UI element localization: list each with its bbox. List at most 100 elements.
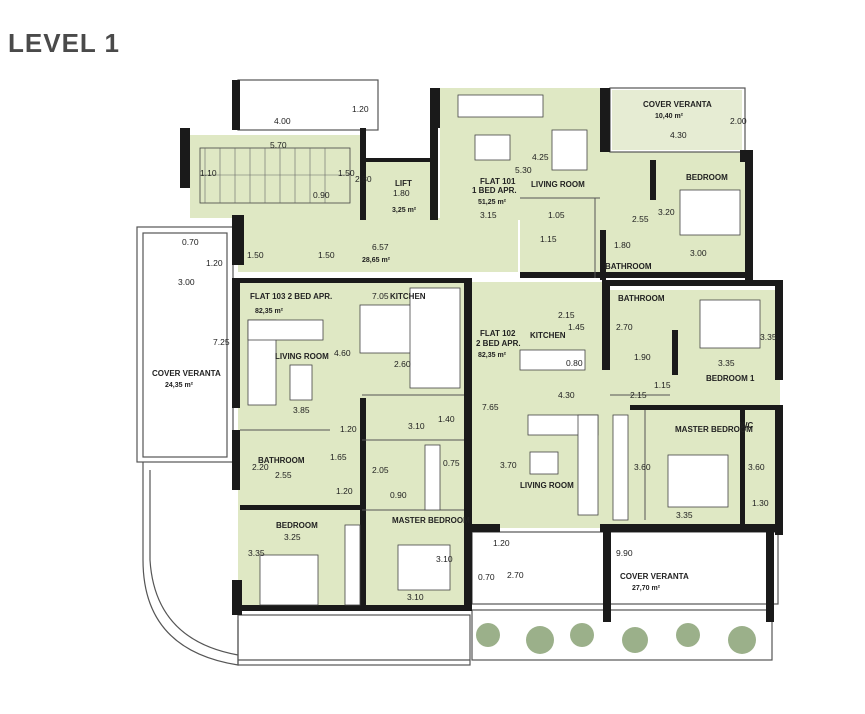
dim: 1.15 — [654, 380, 671, 390]
wall — [232, 278, 468, 283]
room-label: BATHROOM — [618, 294, 665, 303]
dining-table — [359, 304, 416, 354]
room-label: LIVING ROOM — [520, 481, 574, 490]
wall — [232, 80, 240, 130]
veranda-area: 24,35 m² — [165, 382, 194, 389]
wall — [630, 405, 780, 410]
wall — [650, 160, 656, 200]
wall — [520, 272, 750, 278]
dim: 9.90 — [616, 548, 633, 558]
wall — [602, 280, 610, 370]
wall — [610, 280, 780, 286]
island — [519, 349, 586, 371]
dim: 2.20 — [252, 462, 269, 472]
coffee-table — [289, 364, 313, 401]
dim: 3.00 — [178, 277, 195, 287]
veranda-label: COVER VERANTA — [620, 572, 689, 581]
wall — [740, 410, 745, 525]
dim: 1.90 — [634, 352, 651, 362]
wardrobe — [344, 524, 361, 606]
dim: 1.05 — [548, 210, 565, 220]
wall — [672, 330, 678, 375]
wall — [360, 128, 366, 220]
dim: 4.30 — [558, 390, 575, 400]
wardrobe — [612, 414, 629, 521]
page-title: LEVEL 1 — [8, 28, 121, 58]
flat-area: 82,35 m² — [478, 352, 507, 359]
dim: 1.50 — [338, 168, 355, 178]
dim: 0.70 — [478, 572, 495, 582]
bed — [259, 554, 319, 606]
dim: 4.25 — [532, 152, 549, 162]
flat-area: 82,35 m² — [255, 308, 284, 315]
wall — [775, 280, 783, 380]
room-label: BEDROOM — [276, 521, 318, 530]
bed — [699, 299, 761, 349]
dim: 7.25 — [213, 337, 230, 347]
wall — [603, 532, 611, 622]
flat-area: 51,25 m² — [478, 199, 507, 206]
dim: 2.80 — [355, 174, 372, 184]
flat-name: FLAT 103 2 BED APR. — [250, 292, 332, 301]
dim: 2.55 — [275, 470, 292, 480]
plant — [622, 627, 648, 653]
wall — [600, 88, 610, 152]
room-label: BATHROOM — [605, 262, 652, 271]
dim: 1.40 — [438, 414, 455, 424]
veranda-101-floor — [612, 90, 742, 150]
dim: 4.30 — [670, 130, 687, 140]
veranda-area: 10,40 m² — [655, 113, 684, 120]
lift-area: 3,25 m² — [392, 207, 417, 214]
dim: 1.20 — [336, 486, 353, 496]
dim: 1.50 — [247, 250, 264, 260]
room-label: MASTER BEDROOM — [675, 425, 753, 434]
wall — [240, 505, 360, 510]
wall — [745, 150, 753, 280]
veranda-label: COVER VERANTA — [643, 100, 712, 109]
flat-101-floor — [440, 88, 745, 278]
dim: 2.05 — [372, 465, 389, 475]
stair-steps — [199, 147, 351, 204]
dim: 2.15 — [558, 310, 575, 320]
dim: 7.65 — [482, 402, 499, 412]
kitchen-counter — [409, 287, 461, 389]
wall — [180, 128, 190, 188]
wall — [360, 398, 366, 608]
dim: 3.20 — [658, 207, 675, 217]
stairs-floor — [190, 135, 360, 218]
dim: 5.70 — [270, 140, 287, 150]
dim: 1.50 — [318, 250, 335, 260]
dim: 2.70 — [507, 570, 524, 580]
dim: 4.60 — [334, 348, 351, 358]
dim: 0.90 — [390, 490, 407, 500]
veranda-103-inner — [142, 232, 228, 458]
bed — [679, 189, 741, 236]
dim: 1.20 — [352, 104, 369, 114]
dim: 4.00 — [274, 116, 291, 126]
room-label: BATHROOM — [258, 456, 305, 465]
room-label: LIVING ROOM — [531, 180, 585, 189]
wall — [430, 88, 440, 128]
dim: 1.65 — [330, 452, 347, 462]
wall — [470, 524, 500, 532]
wall — [464, 278, 472, 608]
stair-treads — [200, 148, 350, 203]
plant — [476, 623, 500, 647]
veranda-102-floor — [472, 532, 778, 604]
veranda-label: COVER VERANTA — [152, 369, 221, 378]
lift-label: LIFT — [395, 179, 412, 188]
dim: 1.15 — [540, 234, 557, 244]
plant — [526, 626, 554, 654]
dim: 3.10 — [407, 592, 424, 602]
dim: 3.35 — [718, 358, 735, 368]
room-label: BEDROOM — [686, 173, 728, 182]
veranda-area: 27,70 m² — [632, 585, 661, 592]
room-label: WC — [740, 421, 754, 430]
room-label: BEDROOM 1 — [706, 374, 755, 383]
dim: 3.25 — [284, 532, 301, 542]
sofa — [457, 94, 544, 118]
dim: 2.15 — [630, 390, 647, 400]
wall — [232, 605, 472, 611]
sofa — [577, 414, 599, 516]
